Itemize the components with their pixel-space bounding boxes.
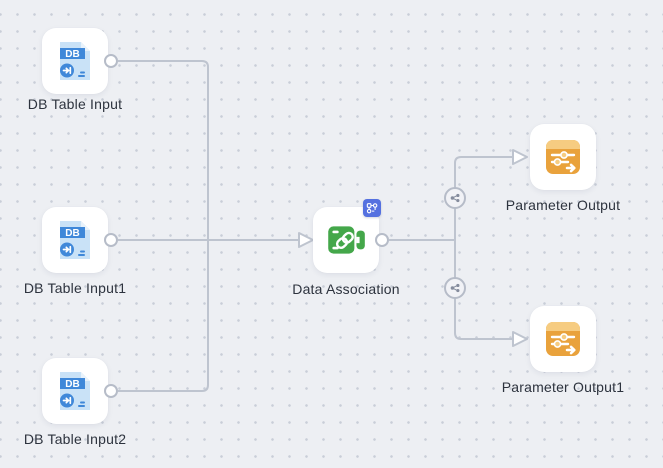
output-port-db-table-input1[interactable] xyxy=(104,233,118,247)
node-label: DB Table Input2 xyxy=(23,431,127,447)
edge-association-to-output xyxy=(454,156,512,240)
node-db-table-input2[interactable]: DB xyxy=(42,358,108,424)
node-db-table-input1[interactable]: DB xyxy=(42,207,108,273)
db-icon-text: DB xyxy=(65,49,79,60)
node-label: Parameter Output1 xyxy=(501,379,625,395)
node-label: DB Table Input1 xyxy=(23,280,127,296)
node-label: Parameter Output xyxy=(505,197,621,213)
output-port-db-table-input2[interactable] xyxy=(104,384,118,398)
node-db-table-input[interactable]: DB xyxy=(42,28,108,94)
db-table-input-icon: DB xyxy=(60,372,90,410)
node-parameter-output1[interactable] xyxy=(530,306,596,372)
workflow-badge-icon xyxy=(366,203,378,214)
node-label: DB Table Input xyxy=(27,96,123,112)
output-port-db-table-input[interactable] xyxy=(104,54,118,68)
arrowhead-into-output xyxy=(512,149,528,165)
db-table-input-icon: DB xyxy=(60,42,90,80)
branch-relation-icon xyxy=(450,193,460,203)
arrowhead-into-output1 xyxy=(512,331,528,347)
edge-dbinput2-to-association xyxy=(118,240,209,392)
db-table-input-icon: DB xyxy=(60,221,90,259)
edge-association-to-output1 xyxy=(454,240,512,340)
workflow-badge[interactable] xyxy=(363,199,381,217)
arrowhead-into-association xyxy=(298,232,314,248)
edge-dbinput-to-association xyxy=(118,60,209,240)
branch-connector-output1[interactable] xyxy=(444,277,466,299)
db-icon-text: DB xyxy=(65,379,79,390)
branch-connector-output[interactable] xyxy=(444,187,466,209)
node-data-association[interactable] xyxy=(313,207,379,273)
node-parameter-output[interactable] xyxy=(530,124,596,190)
branch-relation-icon xyxy=(450,283,460,293)
db-icon-text: DB xyxy=(65,228,79,239)
node-label: Data Association xyxy=(292,281,400,297)
data-association-icon xyxy=(328,226,365,254)
parameter-output-icon xyxy=(546,322,580,356)
parameter-output-icon xyxy=(546,140,580,174)
output-port-data-association[interactable] xyxy=(375,233,389,247)
